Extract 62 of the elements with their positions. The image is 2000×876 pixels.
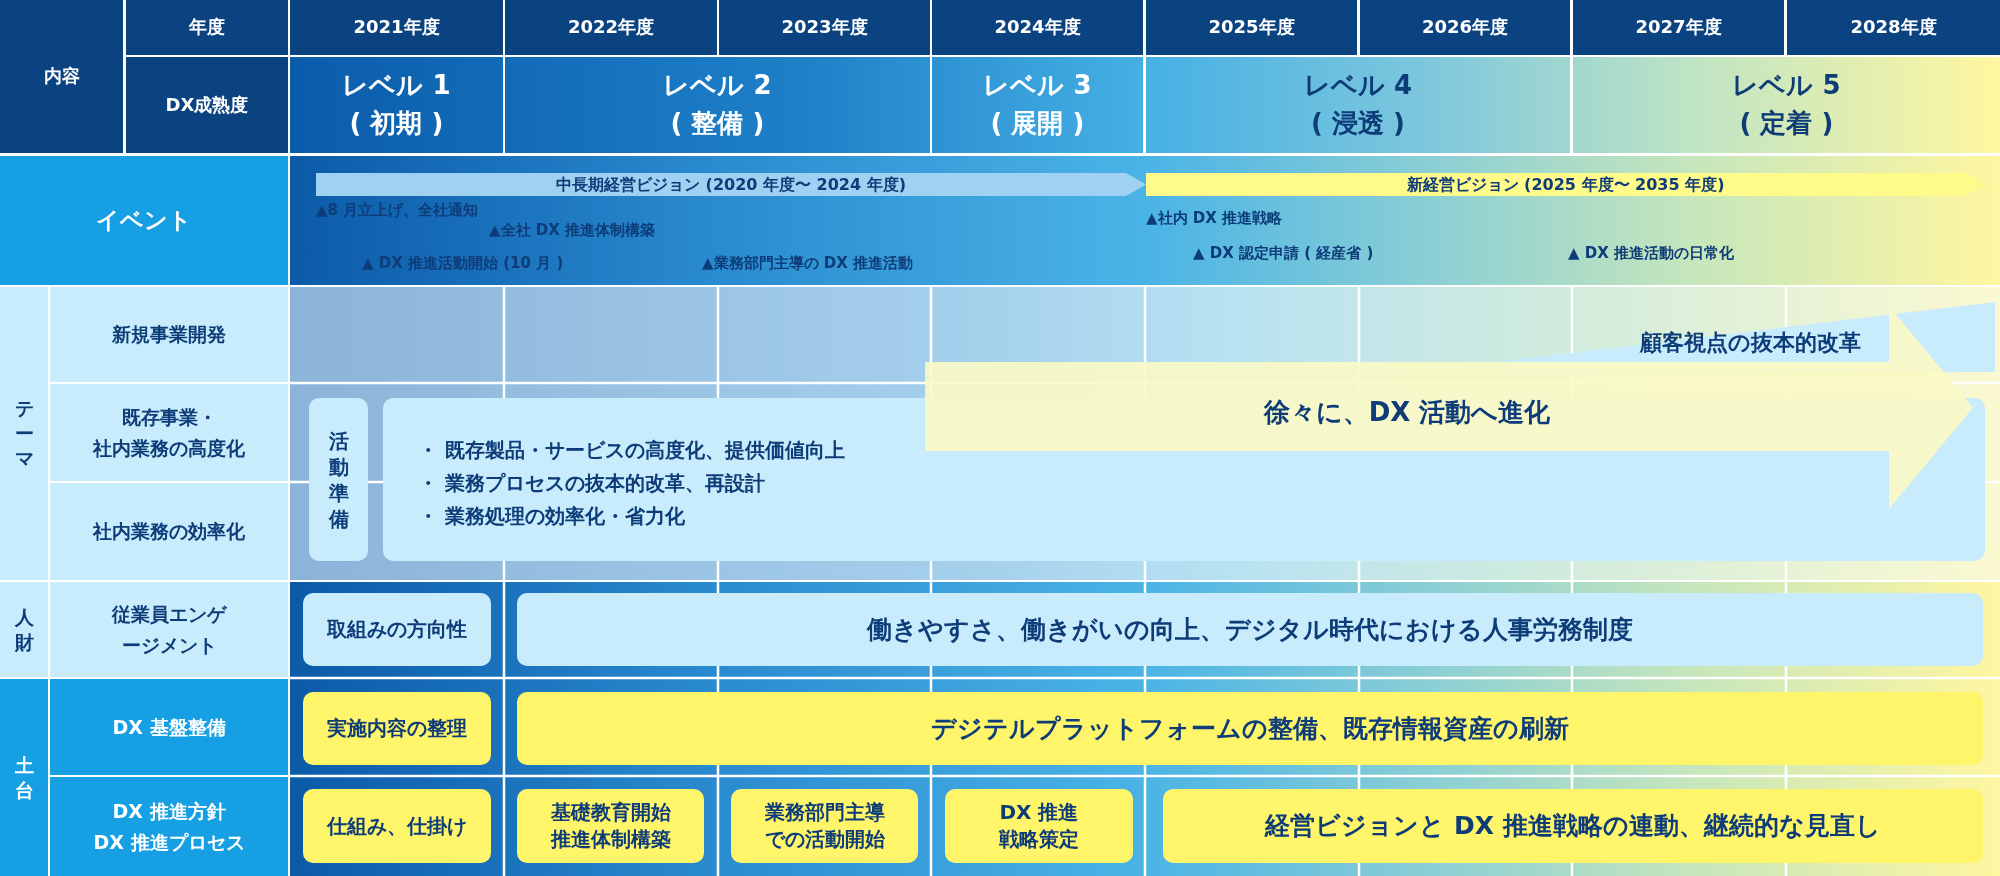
activity-box: 取組みの方向性 [303, 593, 491, 666]
row-header: DX 基盤整備 [50, 679, 288, 775]
row-header: 既存事業・社内業務の高度化 [50, 384, 288, 481]
header-cell: 2024年度 [932, 0, 1143, 55]
header-cell: 2023年度 [719, 0, 930, 55]
activity-box: 働きやすさ、働きがいの向上、デジタル時代における人事労務制度 [517, 593, 1983, 666]
level-number: レベル 5 [1732, 69, 1841, 103]
header-cell: 年度 [126, 0, 288, 55]
event-marker-label: ▲ DX 認定申請 ( 経産省 ) [1193, 243, 1374, 264]
level-stage: ( 初期 ) [349, 107, 444, 140]
activity-box: 基礎教育開始推進体制構築 [517, 789, 704, 863]
level-stage: ( 展開 ) [990, 107, 1085, 140]
progress-arrow [925, 306, 1973, 509]
event-marker-label: ▲業務部門主導の DX 推進活動 [702, 253, 913, 274]
row-header: 新規事業開発 [50, 287, 288, 382]
header-cell: 2027年度 [1573, 0, 1784, 55]
event-marker-label: ▲ DX 推進活動開始 (10 月 ) [362, 253, 564, 274]
header-cell: 2028年度 [1787, 0, 2000, 55]
header-cell: DX成熟度 [126, 57, 288, 153]
level-stage: ( 定着 ) [1739, 107, 1834, 140]
header-cell: 2025年度 [1146, 0, 1357, 55]
bullet-item: ・ 業務処理の効率化・省力化 [418, 503, 685, 530]
event-marker-label: ▲社内 DX 推進戦略 [1146, 208, 1282, 229]
header-cell: 2022年度 [505, 0, 717, 55]
activity-box: 実施内容の整理 [303, 692, 491, 765]
level-number: レベル 1 [342, 69, 451, 103]
row-header: 従業員エンゲージメント [50, 582, 288, 677]
level-cell [1146, 57, 1570, 153]
activity-box: 経営ビジョンと DX 推進戦略の連動、継続的な見直し [1163, 789, 1983, 863]
event-marker-label: ▲ DX 推進活動の日常化 [1568, 243, 1734, 264]
level-number: レベル 2 [663, 69, 772, 103]
band-label: 顧客視点の抜本的改革 [1640, 329, 1861, 357]
level-number: レベル 4 [1303, 69, 1413, 103]
row-label: DX 推進プロセス [93, 829, 245, 855]
level-stage: ( 整備 ) [670, 107, 765, 140]
level-cell [505, 57, 930, 153]
event-marker-label: ▲全社 DX 推進体制構築 [489, 220, 655, 241]
category-header: 人財 [0, 582, 48, 677]
activity-box: 業務部門主導での活動開始 [731, 789, 918, 863]
timeline-band: 新経営ビジョン (2025 年度〜 2035 年度) [1146, 173, 1985, 196]
bullet-item: ・ 業務プロセスの抜本的改革、再設計 [418, 470, 765, 497]
header-cell: 内容 [0, 0, 123, 153]
level-cell [290, 57, 503, 153]
row-header: 社内業務の効率化 [50, 483, 288, 580]
arrow-label: 徐々に、DX 活動へ進化 [1262, 396, 1552, 429]
row-label: DX 推進方針 [112, 799, 226, 825]
level-stage: ( 浸透 ) [1311, 107, 1405, 140]
row-header [50, 777, 288, 876]
header-cell: 2021年度 [290, 0, 503, 55]
level-cell [932, 57, 1143, 153]
timeline-band: 中長期経営ビジョン (2020 年度〜 2024 年度) [316, 173, 1146, 196]
header-cell: 2026年度 [1360, 0, 1570, 55]
category-header: テーマ [0, 287, 48, 580]
level-number: レベル 3 [983, 69, 1092, 103]
activity-box: DX 推進戦略策定 [945, 789, 1133, 863]
activity-box: 活動準備 [309, 398, 368, 561]
bullet-item: ・ 既存製品・サービスの高度化、提供価値向上 [418, 437, 845, 464]
activity-box: デジテルプラットフォームの整備、既存情報資産の刷新 [517, 692, 1983, 765]
level-cell [1573, 57, 2000, 153]
activity-box: 仕組み、仕掛け [303, 789, 491, 863]
category-header: 土台 [0, 679, 48, 876]
row-header: イベント [0, 156, 288, 285]
